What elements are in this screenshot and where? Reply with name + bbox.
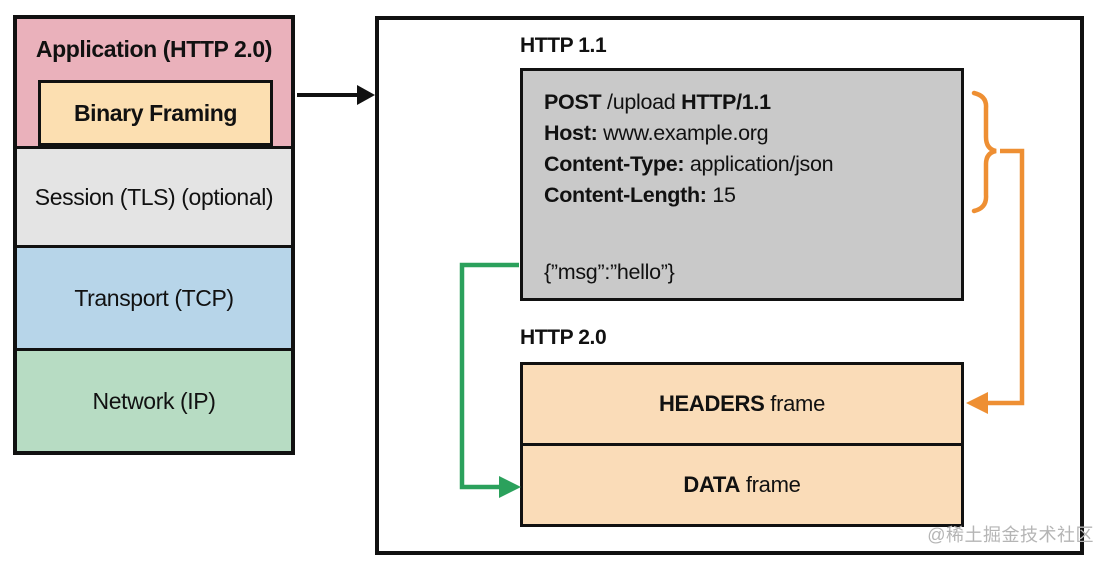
data-frame: DATA frame [523,443,961,524]
layer-session-label: Session (TLS) (optional) [34,183,274,210]
layer-network-label: Network (IP) [92,387,216,414]
layer-application: Application (HTTP 2.0) Binary Framing [17,19,291,146]
request-body: {”msg”:”hello”} [544,260,675,284]
request-line: Content-Length: 15 [544,183,736,207]
layer-network: Network (IP) [17,348,291,451]
watermark: @稀土掘金技术社区 [927,525,1094,545]
headers-frame: HEADERS frame [658,391,826,416]
request-line: POST /upload HTTP/1.1 [544,90,771,114]
http2-frames-box: HEADERS frame DATA frame [520,362,964,527]
layer-binary-framing: Binary Framing [38,80,273,146]
http2-section-label: HTTP 2.0 [520,326,607,349]
layer-transport-label: Transport (TCP) [74,284,234,311]
layer-session: Session (TLS) (optional) [17,146,291,245]
request-line: Content-Type: application/json [544,152,834,176]
http11-section-label: HTTP 1.1 [520,34,607,57]
layer-transport: Transport (TCP) [17,245,291,348]
layer-binary-framing-label: Binary Framing [73,99,238,126]
layer-application-label: Application (HTTP 2.0) [35,36,273,62]
stack-to-panel-arrow-icon [297,85,375,105]
protocol-stack: Application (HTTP 2.0) Binary Framing Se… [13,15,295,455]
http11-request-box: POST /upload HTTP/1.1 Host: www.example.… [520,68,964,301]
request-line: Host: www.example.org [544,121,769,145]
